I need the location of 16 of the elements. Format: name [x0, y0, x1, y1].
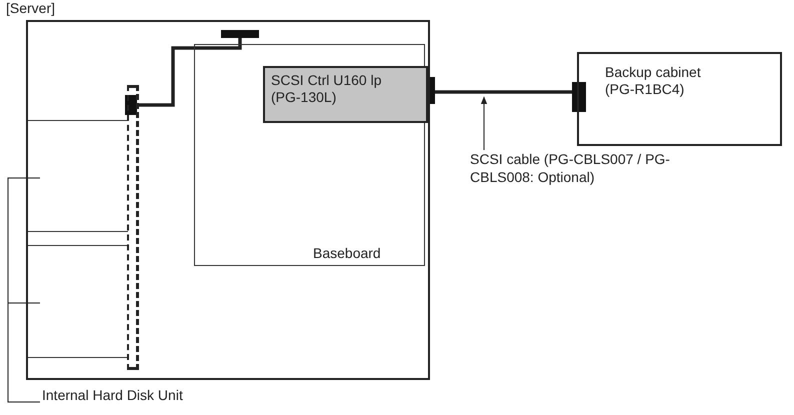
server-heading: [Server]	[6, 0, 56, 17]
card-label: SCSI Ctrl U160 lp (PG-130L)	[271, 72, 382, 106]
cable-label: SCSI cable (PG-CBLS007 / PG-CBLS008: Optional)	[470, 150, 710, 188]
backplane-bar	[127, 85, 139, 370]
scsi-cable	[435, 90, 572, 94]
leader-line	[480, 96, 488, 150]
leader-line	[8, 302, 40, 402]
baseboard	[194, 44, 425, 266]
hard-disk-bay	[28, 245, 128, 358]
scsi-controller-card	[263, 66, 428, 123]
internal-cable	[137, 38, 242, 107]
disk-unit-label: Internal Hard Disk Unit	[42, 386, 242, 406]
backup-cabinet-box	[577, 52, 782, 146]
baseboard-label: Baseboard	[313, 245, 382, 262]
cabinet-label: Backup cabinet (PG-R1BC4)	[605, 64, 702, 98]
hard-disk-bay	[28, 120, 128, 232]
